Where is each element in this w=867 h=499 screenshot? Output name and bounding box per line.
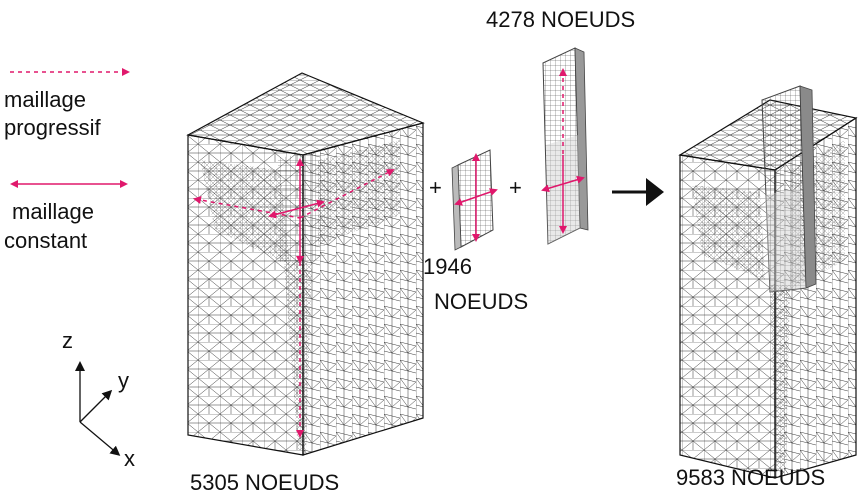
coordinate-axes — [75, 361, 121, 456]
axis-x-label: x — [124, 446, 135, 471]
result-mesh-node-count: 9583 NOEUDS — [676, 465, 826, 490]
small-insert-arrows — [454, 153, 498, 242]
legend-progressive-label-1: maillage — [4, 87, 86, 112]
legend-constant-label-2: constant — [4, 228, 88, 253]
plus-operator-1: + — [429, 175, 442, 200]
result-mesh-block — [678, 85, 858, 479]
legend-progressive-label-2: progressif — [4, 115, 101, 140]
legend-constant-label-1: maillage — [12, 199, 94, 224]
small-insert-node-count-line1: 1946 — [423, 254, 472, 279]
large-insert-node-count: 4278 NOEUDS — [486, 7, 636, 32]
base-block-arrows — [193, 158, 395, 438]
result-arrow — [612, 178, 664, 206]
small-insert-node-count-line2: NOEUDS — [434, 289, 529, 314]
large-insert-arrows — [541, 68, 585, 234]
axis-z-label: z — [62, 328, 73, 353]
large-insert-mesh — [542, 47, 589, 245]
plus-operator-2: + — [509, 175, 522, 200]
axis-y-label: y — [118, 368, 129, 393]
base-mesh-block — [186, 72, 425, 456]
small-insert-mesh — [451, 149, 494, 251]
base-mesh-node-count: 5305 NOEUDS — [190, 470, 340, 495]
